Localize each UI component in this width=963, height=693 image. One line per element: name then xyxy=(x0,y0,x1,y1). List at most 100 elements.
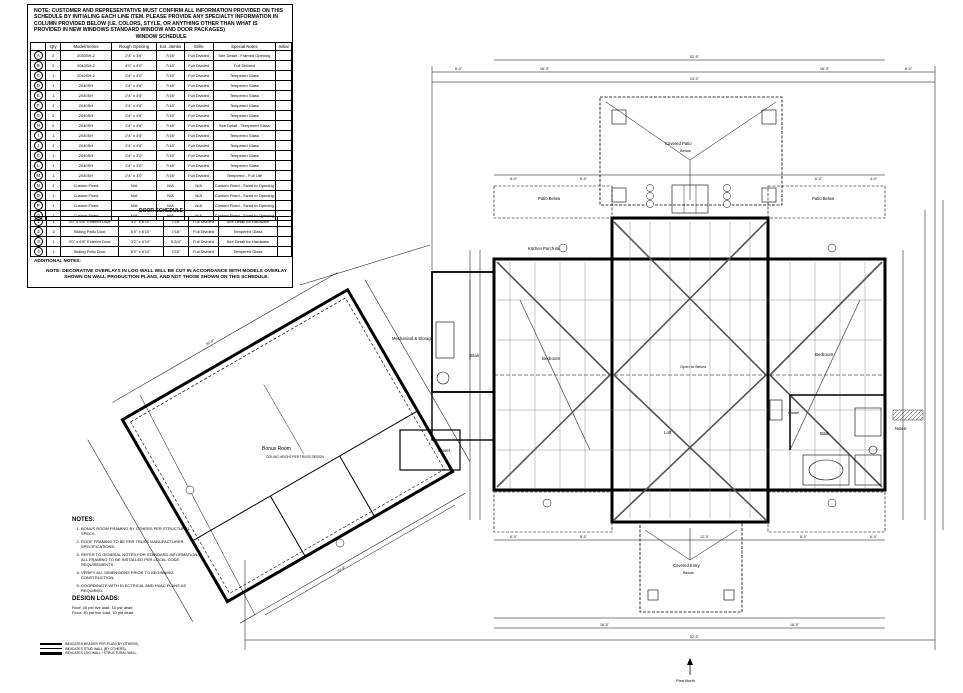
window-mark-tag: I xyxy=(33,131,43,140)
closet-left-label: Closet xyxy=(438,448,451,453)
window-mark-tag: C xyxy=(33,71,43,80)
mechanical-label: Mechanical & Storage xyxy=(392,336,434,341)
column-header: Special Notes xyxy=(212,41,277,52)
svg-text:8'-0": 8'-0" xyxy=(455,67,463,71)
svg-text:20'-0": 20'-0" xyxy=(205,338,216,346)
column-header: Rough Opening xyxy=(110,41,158,52)
window-mark-tag: P xyxy=(33,201,43,210)
svg-text:4'-0": 4'-0" xyxy=(870,177,878,181)
window-mark-tag: L xyxy=(33,161,43,170)
window-mark-tag: N xyxy=(33,181,43,190)
svg-text:20'-0": 20'-0" xyxy=(336,565,347,573)
bedroom-right-label: Bedroom xyxy=(815,352,834,357)
initial-cell[interactable] xyxy=(277,246,292,257)
note-item: Refer to general notes for standard info… xyxy=(81,552,202,567)
open-to-below-label: Open to Below xyxy=(680,364,706,369)
closet-right-label: Closet xyxy=(788,410,800,415)
additional-notes-label: Additional Notes: xyxy=(34,258,81,263)
north-arrow-icon xyxy=(687,658,693,675)
note-item: Verify all dimensions prior to beginning… xyxy=(81,570,202,580)
legend-text: Indicates header per plan (by others). xyxy=(65,642,140,646)
window-mark-tag: B xyxy=(33,61,43,70)
legend-text: Indicates log wall / structural wall. xyxy=(65,651,138,656)
dimension-texts: 8'-0"16'-0"52'-0" 16'-0"6'-0" 24'-0"52'-… xyxy=(455,55,913,639)
legend-item: Indicates log wall / structural wall. xyxy=(40,651,139,656)
window-mark-tag: M xyxy=(33,171,43,180)
door-mark-tag: 1 xyxy=(33,217,43,226)
loft-label: Loft xyxy=(664,430,672,435)
notes-list: Bonus room framing by others per structu… xyxy=(72,526,202,593)
note-item: Roof framing to be per truss manufacture… xyxy=(81,539,202,549)
patio-below-right-label: Patio Below xyxy=(812,196,835,201)
window-mark-tag: E xyxy=(33,91,43,100)
bonus-dim-lines xyxy=(139,244,456,616)
window-mark-tag: D xyxy=(33,81,43,90)
bath-label: Bath xyxy=(820,431,830,436)
legend-swatch xyxy=(40,647,62,650)
legend-swatch xyxy=(40,643,62,645)
design-loads-title: Design Loads: xyxy=(72,596,120,602)
legend-item: Indicates header per plan (by others). xyxy=(40,642,139,647)
svg-text:16'-0": 16'-0" xyxy=(600,623,610,627)
patio-below-left-label: Patio Below xyxy=(538,196,561,201)
bath-fixtures xyxy=(769,394,885,486)
covered-patio xyxy=(599,96,783,214)
notes-right-label: Notes: xyxy=(895,426,907,431)
svg-text:6'-0": 6'-0" xyxy=(870,535,878,539)
window-mark-tag: O xyxy=(33,191,43,200)
window-mark-tag: A xyxy=(33,51,43,60)
column-header: Initial xyxy=(275,41,292,52)
door-cell: Tempered Glass xyxy=(217,246,279,257)
notes-block: Notes: Bonus room framing by others per … xyxy=(72,517,202,615)
hatch-swatch xyxy=(892,409,924,421)
svg-text:16'-0": 16'-0" xyxy=(790,623,800,627)
tags xyxy=(185,184,837,548)
svg-text:52'-0": 52'-0" xyxy=(690,635,700,639)
svg-text:6'-0": 6'-0" xyxy=(510,535,518,539)
svg-text:6'-0": 6'-0" xyxy=(815,177,823,181)
bedroom-left-label: Bedroom xyxy=(542,356,561,361)
notes-title: Notes: xyxy=(72,517,95,523)
stair-label: Stair xyxy=(470,353,480,358)
hip-lines xyxy=(496,221,883,521)
svg-text:8'-0": 8'-0" xyxy=(580,535,588,539)
door-cell: 6'0" x 6'10" xyxy=(117,246,164,257)
plan-north-label: Plan North xyxy=(676,678,695,683)
door-schedule-title: Door Schedule xyxy=(139,208,183,214)
mechanical-area xyxy=(399,271,495,471)
column-header xyxy=(29,41,47,52)
design-load-item: Roof: 30 psf live load, 10 psf dead xyxy=(72,605,133,610)
door-mark-tag: 4 xyxy=(33,247,43,256)
bonus-room-label: Bonus Room xyxy=(262,446,291,452)
window-mark: N xyxy=(29,180,47,192)
covered-entry-sub: Below xyxy=(683,570,694,575)
bonus-room-wing: 20'-0" 20'-0" xyxy=(87,272,471,624)
window-mark-tag: F xyxy=(33,101,43,110)
window-mark-tag: K xyxy=(33,151,43,160)
covered-entry-label: Covered Entry xyxy=(673,563,701,568)
window-mark-tag: J xyxy=(33,141,43,150)
svg-text:8'-0": 8'-0" xyxy=(800,535,808,539)
door-cell: 1 xyxy=(45,246,62,257)
door-mark-tag: 2 xyxy=(33,227,43,236)
schedule-frame xyxy=(27,4,293,288)
svg-text:6'-0": 6'-0" xyxy=(905,67,913,71)
note-item: Bonus room framing by others per structu… xyxy=(81,526,202,536)
door-cell: Full Divided xyxy=(188,246,219,257)
legend: Indicates header per plan (by others). In… xyxy=(40,642,139,656)
overall-top-dim: 52'-0" xyxy=(690,55,700,59)
svg-text:6'-0": 6'-0" xyxy=(580,177,588,181)
dimension-lines xyxy=(244,59,944,650)
design-load-item: Floor: 40 psf live load, 10 psf dead xyxy=(72,610,134,615)
general-note: Note: Customer and representative must c… xyxy=(34,8,285,33)
kitchen-porch-label: Kitchen Porch Below xyxy=(528,246,568,251)
